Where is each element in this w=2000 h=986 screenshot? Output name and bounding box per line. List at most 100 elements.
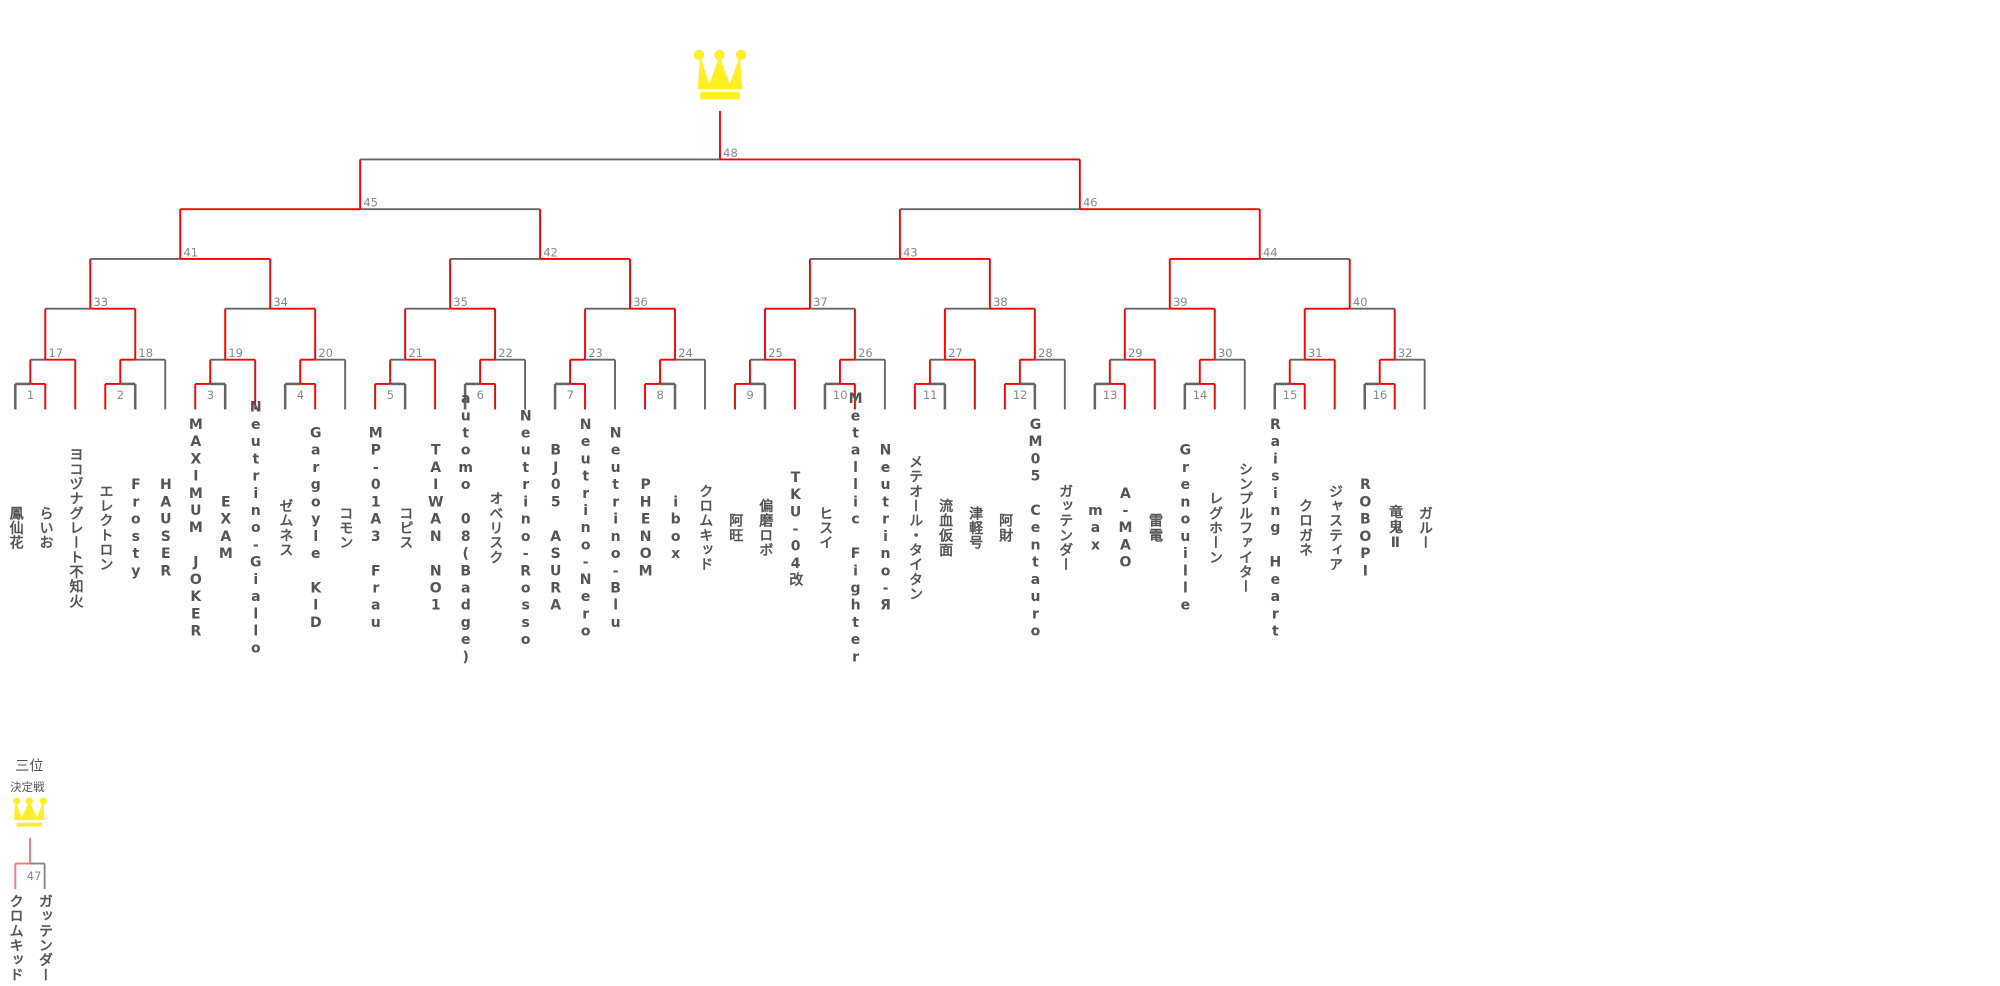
player-name[interactable]: メテオール・タイタン	[907, 454, 924, 602]
match-number: 7	[567, 388, 574, 402]
player-name[interactable]: EXAM	[217, 493, 235, 563]
player-name[interactable]: ジャスティア	[1327, 484, 1344, 573]
player-name[interactable]: ガルー	[1417, 506, 1434, 551]
player-name[interactable]: Raising Heart	[1267, 416, 1284, 640]
third-place-crown-icon	[13, 797, 47, 827]
match-number: 45	[363, 196, 378, 210]
player-name[interactable]: Metallic Fighter	[847, 390, 864, 666]
third-place-subtitle: 決定戦	[10, 781, 45, 795]
match-number: 2	[117, 388, 124, 402]
player-name[interactable]: 竜鬼Ⅱ	[1387, 504, 1404, 552]
player-name[interactable]: 雷電	[1147, 513, 1164, 543]
match-number: 15	[1283, 388, 1298, 402]
match-number: 10	[833, 388, 848, 402]
player-name[interactable]: ヨコヅナグレート不知火	[67, 447, 85, 609]
match-number: 27	[948, 346, 963, 360]
match-number: 26	[858, 346, 873, 360]
match-number: 8	[657, 388, 664, 402]
match-number: 42	[543, 245, 558, 259]
player-name[interactable]: 偏磨ロボ	[757, 498, 774, 558]
third-place-title: 三位	[15, 757, 44, 775]
match-number: 25	[768, 346, 783, 360]
player-name[interactable]: シンプルファイター	[1237, 462, 1254, 595]
match-number: 6	[477, 388, 484, 402]
player-name[interactable]: max	[1087, 502, 1104, 554]
player-name[interactable]: Neutrino-Blu	[607, 424, 624, 632]
player-name[interactable]: 津軽号	[967, 506, 984, 551]
match-number: 17	[48, 346, 63, 360]
match-number: 28	[1038, 346, 1053, 360]
player-name[interactable]: 鳳仙花	[7, 506, 25, 551]
player-name[interactable]: ibox	[667, 493, 684, 563]
match-number: 47	[27, 869, 42, 883]
match-number: 22	[498, 346, 513, 360]
player-name[interactable]: オベリスク	[487, 491, 505, 565]
match-number: 18	[138, 346, 153, 360]
match-number: 39	[1173, 295, 1188, 309]
player-name[interactable]: GM05 Centauro	[1027, 416, 1044, 640]
match-number: 24	[678, 346, 693, 360]
match-number: 34	[273, 295, 288, 309]
match-number: 43	[903, 245, 918, 259]
player-name[interactable]: Neutrino-Rosso	[517, 407, 534, 649]
player-name[interactable]: ガッテンダー	[36, 894, 54, 983]
match-number: 32	[1398, 346, 1413, 360]
player-name[interactable]: HAUSER	[157, 476, 175, 580]
match-number: 37	[813, 295, 828, 309]
match-number: 5	[387, 388, 394, 402]
player-name[interactable]: Frosty	[127, 476, 145, 580]
match-number: 36	[633, 295, 648, 309]
player-name[interactable]: 阿旺	[727, 513, 744, 543]
match-number: 14	[1193, 388, 1208, 402]
player-name[interactable]: エレクトロン	[97, 484, 115, 573]
match-number: 38	[993, 295, 1008, 309]
match-number: 16	[1373, 388, 1388, 402]
match-number: 30	[1218, 346, 1233, 360]
player-name[interactable]: ROBOPI	[1357, 476, 1374, 580]
player-name[interactable]: PHENOM	[637, 476, 654, 580]
match-number: 21	[408, 346, 423, 360]
match-number: 9	[747, 388, 754, 402]
player-name[interactable]: らいお	[37, 506, 55, 551]
match-number: 4	[297, 388, 304, 402]
match-number: 46	[1083, 196, 1098, 210]
match-number: 35	[453, 295, 468, 309]
player-name[interactable]: MAXIMUM JOKER	[187, 416, 205, 640]
match-number: 40	[1353, 295, 1368, 309]
player-name[interactable]: クロガネ	[1297, 498, 1314, 558]
player-name[interactable]: 阿財	[997, 513, 1014, 543]
player-name[interactable]: ヒスイ	[817, 506, 834, 551]
match-number: 20	[318, 346, 333, 360]
player-name[interactable]: Neutrino-Nero	[577, 416, 594, 640]
player-name[interactable]: TAIWAN NO1	[427, 441, 445, 615]
player-name[interactable]: コピス	[397, 506, 415, 551]
player-name[interactable]: ゼムネス	[277, 498, 295, 558]
champion-crown-icon	[693, 49, 747, 100]
player-name[interactable]: レグホーン	[1207, 491, 1224, 565]
player-name[interactable]: Grenouille	[1177, 441, 1194, 615]
match-number: 29	[1128, 346, 1143, 360]
match-number: 1	[27, 388, 34, 402]
player-name[interactable]: クロムキッド	[697, 484, 714, 573]
player-name[interactable]: ガッテンダー	[1057, 484, 1074, 573]
match-number: 13	[1103, 388, 1118, 402]
player-name[interactable]: Neutrino-Giallo	[247, 398, 265, 658]
player-name[interactable]: Neutrino-Я	[877, 441, 894, 615]
match-number: 48	[723, 146, 738, 160]
match-number: 3	[207, 388, 214, 402]
player-name[interactable]: TKU-04改	[787, 469, 804, 588]
player-name[interactable]: A-MAO	[1117, 485, 1134, 572]
player-name[interactable]: コモン	[337, 506, 355, 551]
player-name[interactable]: automo 08(Badge)	[457, 390, 475, 666]
player-name[interactable]: Gargoyle KID	[307, 424, 325, 632]
match-number: 23	[588, 346, 603, 360]
match-number: 19	[228, 346, 243, 360]
player-name[interactable]: MP-01A3 Frau	[367, 424, 385, 632]
match-number: 12	[1013, 388, 1028, 402]
player-name[interactable]: クロムキッド	[7, 894, 25, 983]
match-number: 11	[923, 388, 938, 402]
player-name[interactable]: 流血仮面	[937, 498, 954, 558]
player-name[interactable]: BJ05 ASURA	[547, 441, 564, 615]
